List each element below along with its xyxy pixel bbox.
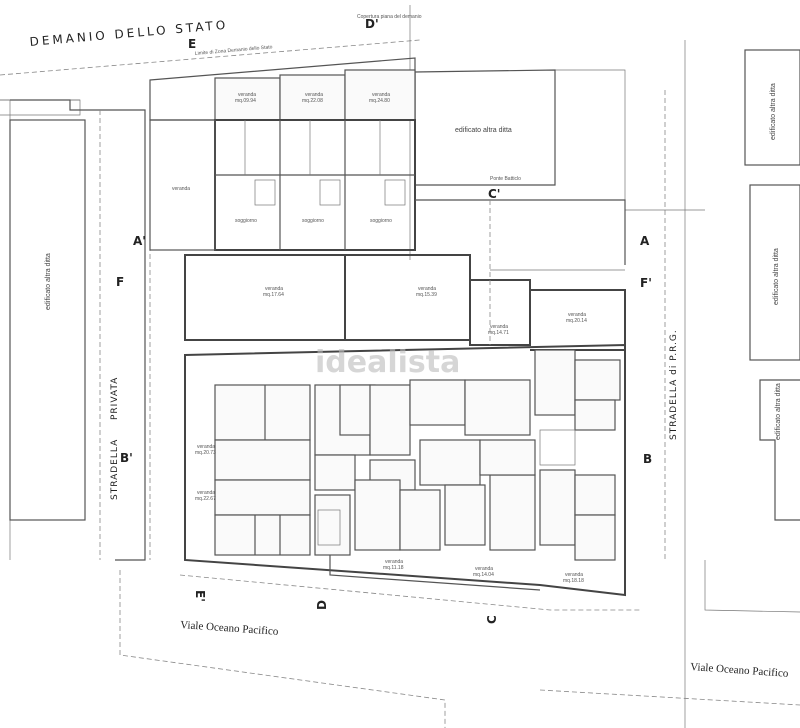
room-label: veranda [568, 312, 586, 318]
room-area: mq.17.64 [263, 292, 284, 298]
room-labels: veranda mq.09.94 veranda mq.22.08 verand… [172, 92, 587, 584]
room-label: veranda [475, 566, 493, 572]
room-area: mq.18.18 [563, 578, 584, 584]
room-label: soggiorno [302, 218, 324, 224]
room-label: soggiorno [235, 218, 257, 224]
section-marker-F: F [116, 275, 124, 289]
room-label: veranda [305, 92, 323, 98]
section-marker-D: D [315, 600, 329, 610]
neighbour-left-label: edificato altra ditta [45, 253, 52, 310]
room-label: veranda [490, 324, 508, 330]
street-stradella-privata-2: PRIVATA [110, 377, 120, 420]
room-label: veranda [265, 286, 283, 292]
room-label: veranda [197, 444, 215, 450]
room-area: mq.09.94 [235, 98, 256, 104]
room-label: veranda [238, 92, 256, 98]
section-marker-A-prime: A' [133, 234, 146, 248]
section-marker-B-prime: B' [120, 451, 133, 465]
neighbour-right-3-label: edificato altra ditta [775, 383, 782, 440]
neighbour-right-1-label: edificato altra ditta [770, 83, 777, 140]
room-label: veranda [565, 572, 583, 578]
room-area: mq.22.08 [302, 98, 323, 104]
section-marker-F-prime: F' [640, 276, 652, 290]
room-label: veranda [372, 92, 390, 98]
section-marker-E-prime: E' [193, 590, 207, 602]
apartments-block [184, 343, 626, 597]
room-area: mq.15.39 [416, 292, 437, 298]
room-label: veranda [172, 186, 190, 192]
room-label: veranda [385, 559, 403, 565]
neighbour-top-label: edificato altra ditta [455, 127, 512, 134]
room-area: mq.11.18 [383, 565, 404, 571]
room-label: veranda [197, 490, 215, 496]
section-marker-A: A [640, 234, 650, 248]
room-label: soggiorno [370, 218, 392, 224]
street-stradella-privata-1: STRADELLA [110, 439, 120, 500]
section-marker-B: B [643, 452, 652, 466]
neighbour-right-2-label: edificato altra ditta [773, 248, 780, 305]
section-marker-C-prime: C' [488, 187, 500, 201]
room-label: Ponte Batticlo [490, 176, 521, 182]
upper-wing [149, 57, 626, 265]
terraces [184, 200, 626, 351]
room-area: mq.24.80 [369, 98, 390, 104]
watermark: idealista [315, 345, 460, 380]
room-area: mq.20.73 [195, 450, 216, 456]
section-marker-C: C [485, 615, 499, 624]
roof-note: Copertura piana del demanio [357, 14, 422, 20]
section-marker-E: E [188, 37, 196, 51]
room-area: mq.20.14 [566, 318, 587, 324]
room-area: mq.14.71 [488, 330, 509, 336]
section-marker-D-prime: D' [365, 17, 379, 31]
demanio-label: DEMANIO DELLO STATO [29, 18, 229, 49]
room-label: veranda [418, 286, 436, 292]
neighbour-buildings [9, 49, 800, 521]
street-stradella-prg: STRADELLA di P.R.G. [669, 329, 679, 440]
street-viale-left: Viale Oceano Pacifico [180, 619, 279, 638]
room-area: mq.14.04 [473, 572, 494, 578]
limit-label: Limite di Zona Demanio dello Stato [195, 44, 273, 57]
street-viale-right: Viale Oceano Pacifico [690, 661, 789, 680]
room-area: mq.22.67 [195, 496, 216, 502]
